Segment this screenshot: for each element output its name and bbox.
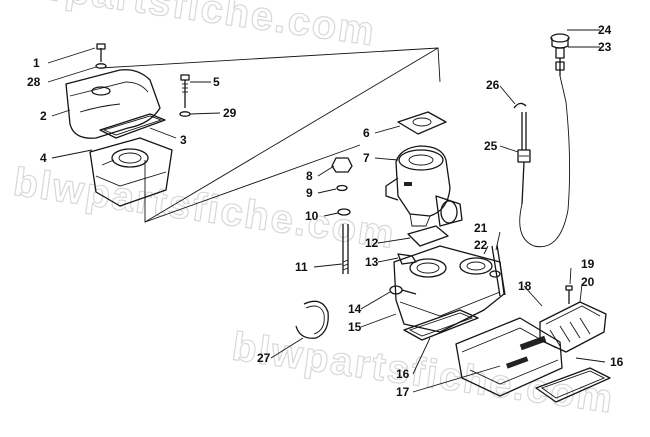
callout-28: 28 <box>27 75 41 89</box>
callout-14: 14 <box>348 302 362 316</box>
callout-7: 7 <box>363 151 370 165</box>
choke-cable <box>517 75 571 248</box>
callout-22: 22 <box>474 238 488 252</box>
silencer-base <box>89 137 173 207</box>
assembly-outline <box>99 47 441 223</box>
reed-gasket-right <box>535 367 611 403</box>
reed-gasket-left <box>403 309 479 341</box>
callout-4: 4 <box>40 151 47 165</box>
silencer-cover <box>65 69 161 139</box>
choke-knob <box>550 33 570 76</box>
callout-21: 21 <box>474 221 488 235</box>
callout-29: 29 <box>223 106 237 120</box>
watermark-text-top: blwpartsfiche.com <box>0 0 379 54</box>
callout-12: 12 <box>365 236 379 250</box>
callout-5: 5 <box>213 75 220 89</box>
carburetor-gasket <box>397 111 447 135</box>
callout-2: 2 <box>40 109 47 123</box>
carb-stud <box>342 224 349 274</box>
reed-screw <box>565 285 573 304</box>
callout-15: 15 <box>348 320 362 334</box>
callout-26: 26 <box>486 78 500 92</box>
silencer-screw <box>179 74 191 117</box>
manifold-stud <box>489 244 506 297</box>
callout-9: 9 <box>306 186 313 200</box>
callout-19: 19 <box>581 257 595 271</box>
callout-16-right: 16 <box>610 355 624 369</box>
air-box-bolt <box>95 43 107 69</box>
callout-10: 10 <box>305 209 319 223</box>
callout-24: 25 <box>484 139 498 153</box>
callout-27: 27 <box>257 351 271 365</box>
callout-13: 13 <box>365 255 379 269</box>
retaining-ring <box>295 300 329 339</box>
callout-8: 8 <box>306 169 313 183</box>
carburetor <box>385 145 463 227</box>
callout-6: 6 <box>363 126 370 140</box>
callout-1: 1 <box>33 56 40 70</box>
leader-lines <box>47 29 606 393</box>
callout-16-left: 16 <box>396 367 410 381</box>
cable-clip <box>513 102 527 109</box>
callout-23: 23 <box>598 40 612 54</box>
callout-labels: 1 28 2 3 4 5 29 6 7 8 9 10 11 12 13 14 1… <box>27 23 624 399</box>
intake-manifold <box>389 245 505 333</box>
callout-18: 18 <box>518 279 532 293</box>
callout-25: 24 <box>598 23 612 37</box>
watermark-text-middle: blwpartsfiche.com <box>11 160 399 257</box>
silencer-gasket <box>99 113 166 139</box>
callout-17: 17 <box>396 385 410 399</box>
callout-3: 3 <box>180 133 187 147</box>
callout-11: 11 <box>295 260 308 274</box>
callout-20: 20 <box>581 275 595 289</box>
carb-nut <box>331 157 353 216</box>
reed-stop-plate <box>539 301 607 353</box>
flange-gasket <box>407 225 449 247</box>
